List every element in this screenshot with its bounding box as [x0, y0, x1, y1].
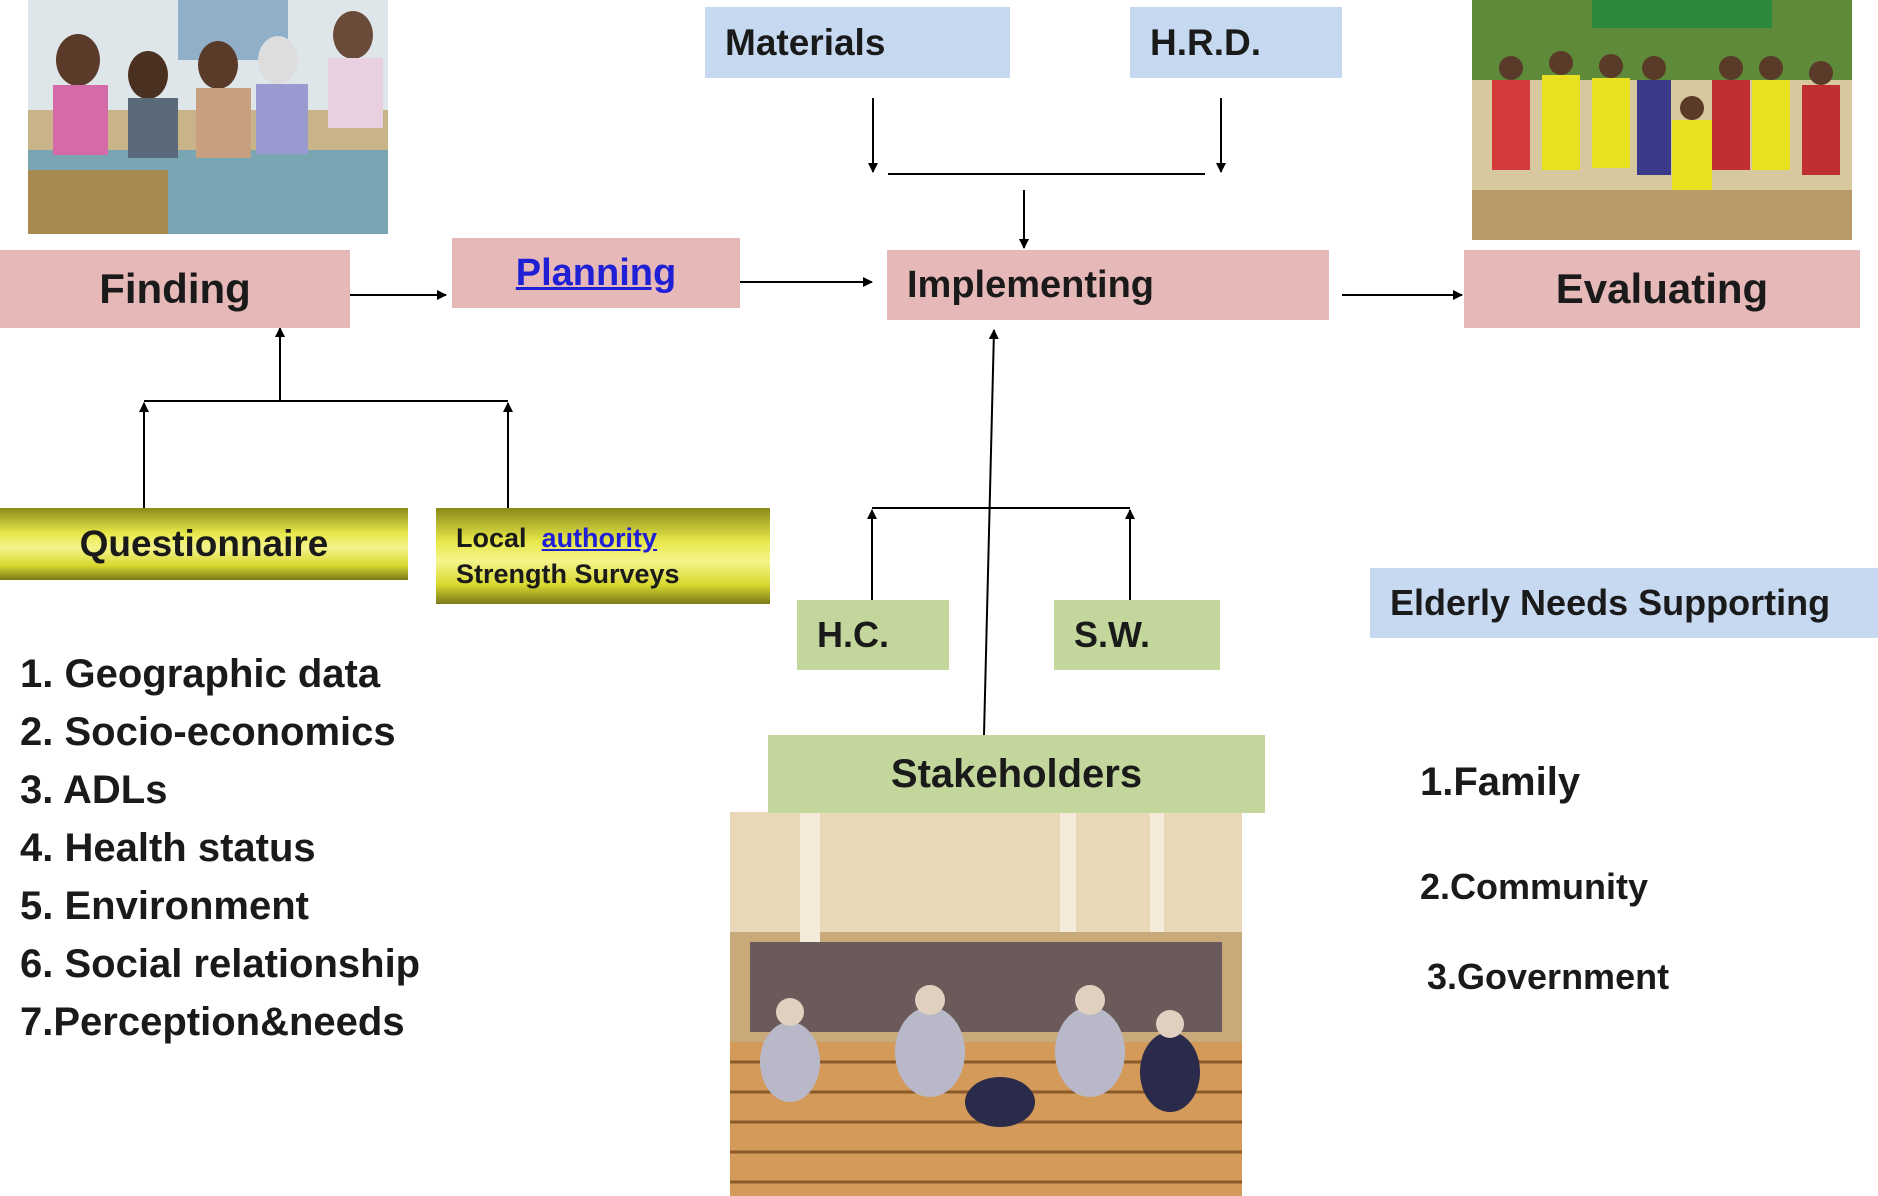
support-item-family: 1.Family: [1420, 760, 1581, 804]
community-group-photo: [1472, 0, 1852, 240]
questionnaire-label: Questionnaire: [79, 523, 329, 564]
implementing-label: Implementing: [907, 263, 1155, 306]
planning-link[interactable]: Planning: [515, 251, 677, 294]
stakeholders-exercise-photo: [730, 812, 1242, 1196]
hc-label: H.C.: [817, 614, 889, 655]
finding-label: Finding: [99, 265, 251, 312]
list-item: 4. Health status: [20, 826, 316, 870]
survey-data-list: 1. Geographic data 2. Socio-economics 3.…: [20, 645, 420, 1051]
hrd-label: H.R.D.: [1150, 21, 1261, 63]
questionnaire-box: Questionnaire: [0, 508, 408, 580]
list-item: 3. ADLs: [20, 768, 168, 812]
list-item: 1. Geographic data: [20, 652, 381, 696]
materials-box: Materials: [705, 7, 1010, 78]
local-prefix: Local: [456, 523, 527, 553]
hrd-box: H.R.D.: [1130, 7, 1342, 78]
list-item: 6. Social relationship: [20, 942, 421, 986]
local-authority-line1: Local authority: [456, 520, 657, 556]
stakeholders-to-implementing-arrow: [983, 329, 999, 736]
stakeholders-label: Stakeholders: [890, 751, 1143, 796]
evaluating-label: Evaluating: [1555, 265, 1769, 312]
list-item: 2. Socio-economics: [20, 710, 396, 754]
support-item-community: 2.Community: [1420, 866, 1649, 907]
list-item: 7.Perception&needs: [20, 1000, 405, 1044]
elderly-needs-box: Elderly Needs Supporting: [1370, 568, 1878, 638]
elderly-group-photo: [28, 0, 388, 234]
hc-box: H.C.: [797, 600, 949, 670]
implementing-box: Implementing: [887, 250, 1329, 320]
materials-label: Materials: [725, 21, 886, 63]
support-item-government: 3.Government: [1427, 956, 1670, 997]
evaluating-box: Evaluating: [1464, 250, 1860, 328]
stakeholders-box: Stakeholders: [768, 735, 1265, 813]
planning-box: Planning: [452, 238, 740, 308]
authority-link[interactable]: authority: [541, 523, 658, 553]
sw-box: S.W.: [1054, 600, 1220, 670]
strength-surveys-label: Strength Surveys: [456, 559, 680, 589]
sw-label: S.W.: [1074, 614, 1151, 655]
local-authority-box: Local authority Strength Surveys: [436, 508, 770, 604]
elderly-needs-label: Elderly Needs Supporting: [1390, 582, 1831, 623]
finding-box: Finding: [0, 250, 350, 328]
list-item: 5. Environment: [20, 884, 309, 928]
